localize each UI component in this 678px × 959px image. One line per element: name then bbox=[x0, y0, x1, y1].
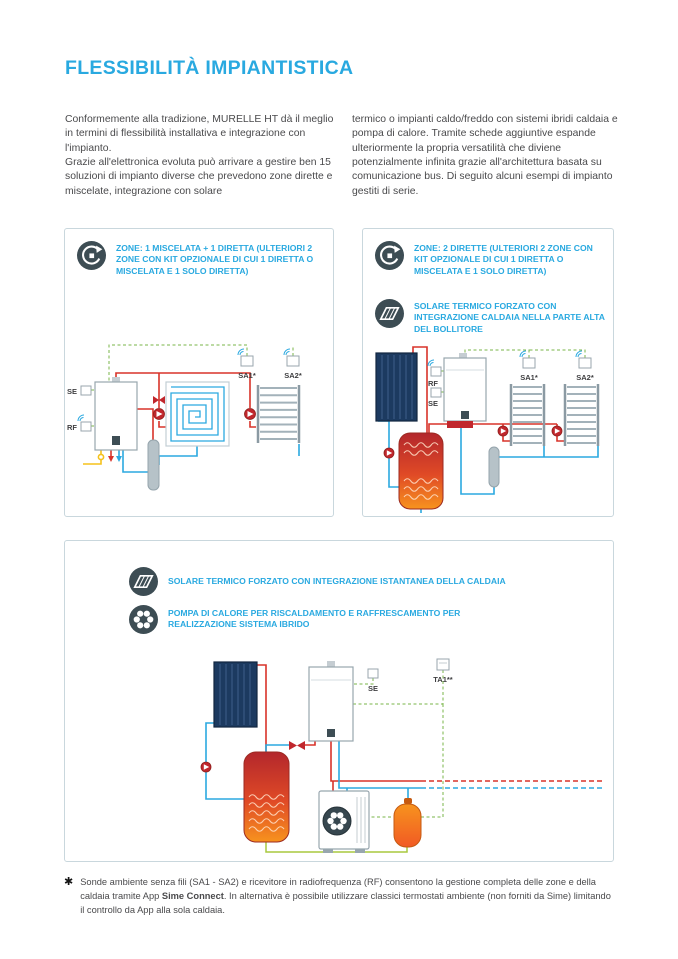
pipe-hot bbox=[257, 664, 421, 791]
sensor-se: SE bbox=[67, 385, 92, 396]
feature-badge-label: POMPA DI CALORE PER RISCALDAMENTO E RAFF… bbox=[168, 608, 461, 630]
expansion-tank bbox=[393, 798, 422, 848]
wifi-icon bbox=[237, 348, 245, 356]
label-se: SE bbox=[428, 399, 438, 408]
intro-column-left: Conformemente alla tradizione, MURELLE H… bbox=[65, 113, 341, 199]
room-sensor-sa2: SA2* bbox=[283, 348, 302, 380]
room-sensor-sa2: SA2* bbox=[575, 350, 594, 382]
footnote-text: Sonde ambiente senza fili (SA1 - SA2) e … bbox=[80, 876, 616, 918]
footnote-marker: ✱ bbox=[64, 876, 74, 888]
fan-icon bbox=[129, 605, 158, 634]
flow-arrow-hot bbox=[108, 456, 114, 462]
towel-radiator bbox=[256, 385, 301, 443]
flow-arrow-cold bbox=[116, 456, 122, 462]
zone-icon bbox=[77, 241, 106, 270]
wifi-icon bbox=[283, 348, 291, 356]
room-sensor-sa1: SA1* bbox=[237, 348, 256, 380]
feature-badge-label: ZONE: 2 DIRETTE (ULTERIORI 2 ZONE CON KI… bbox=[414, 243, 593, 276]
storage-tank bbox=[398, 432, 444, 510]
towel-radiator bbox=[509, 384, 546, 446]
label-sa1: SA1* bbox=[238, 371, 256, 380]
intro-paragraph: Conformemente alla tradizione, MURELLE H… bbox=[65, 114, 334, 154]
storage-tank bbox=[243, 751, 290, 843]
feature-badge: POMPA DI CALORE PER RISCALDAMENTO E RAFF… bbox=[129, 605, 528, 634]
zone-icon bbox=[375, 241, 404, 270]
pump-icon bbox=[497, 425, 509, 437]
diagram-solar-heatpump-hybrid: SE TA1** bbox=[200, 658, 605, 853]
heat-pump-unit bbox=[318, 790, 370, 853]
pump-icon bbox=[200, 761, 212, 773]
label-sa1: SA1* bbox=[520, 373, 538, 382]
room-sensor-sa1: SA1* bbox=[519, 350, 538, 382]
label-rf: RF bbox=[67, 423, 77, 432]
system-box-zones-mixed: ZONE: 1 MISCELATA + 1 DIRETTA (ULTERIORI… bbox=[64, 228, 334, 517]
system-box-zones-solar: ZONE: 2 DIRETTE (ULTERIORI 2 ZONE CON KI… bbox=[362, 228, 614, 517]
wifi-icon bbox=[427, 359, 435, 367]
diagram-2-direct-zones-solar-tank: RF SE SA1* SA2* bbox=[375, 346, 600, 513]
solar-panel bbox=[375, 352, 418, 422]
boiler bbox=[443, 353, 487, 422]
towel-radiator bbox=[563, 384, 600, 446]
mixing-valve bbox=[289, 741, 305, 750]
diagram-zones-1-mixed-1-direct: SE RF SA1* SA2* bbox=[67, 344, 302, 491]
zone-manifold bbox=[447, 421, 473, 428]
pipe-bus bbox=[91, 344, 294, 427]
pipe-condensate bbox=[265, 842, 408, 853]
pipe-cold bbox=[205, 722, 421, 800]
solar-panel-icon bbox=[375, 299, 404, 328]
system-box-solar-heatpump-hybrid: SOLARE TERMICO FORZATO CON INTEGRAZIONE … bbox=[64, 540, 614, 862]
label-se: SE bbox=[368, 684, 378, 693]
footnote-bold: Sime Connect bbox=[161, 890, 224, 901]
solar-panel-icon bbox=[129, 567, 158, 596]
label-sa2: SA2* bbox=[284, 371, 302, 380]
label-ta1: TA1** bbox=[433, 675, 453, 684]
sensor-se: SE bbox=[428, 387, 442, 408]
feature-badge: ZONE: 1 MISCELATA + 1 DIRETTA (ULTERIORI… bbox=[77, 241, 326, 277]
label-sa2: SA2* bbox=[576, 373, 594, 382]
wifi-icon bbox=[519, 350, 527, 358]
footnote: ✱ Sonde ambiente senza fili (SA1 - SA2) … bbox=[64, 876, 616, 918]
pipe-cold bbox=[118, 444, 300, 473]
footnote-text-after: . In alternativa è possibile utilizzare … bbox=[80, 890, 611, 915]
feature-badge-label: ZONE: 1 MISCELATA + 1 DIRETTA (ULTERIORI… bbox=[116, 243, 314, 276]
page-title: FLESSIBILITÀ IMPIANTISTICA bbox=[65, 57, 354, 79]
solar-panel bbox=[213, 661, 258, 728]
feature-badge-label: SOLARE TERMICO FORZATO CON INTEGRAZIONE … bbox=[168, 576, 506, 586]
pump-icon bbox=[153, 408, 165, 420]
intro-paragraph: Grazie all'elettronica evoluta può arriv… bbox=[65, 157, 333, 197]
sensor-se: SE bbox=[367, 668, 379, 693]
footnote-text-before: Sonde ambiente senza fili (SA1 - SA2) e … bbox=[80, 877, 596, 901]
wifi-icon bbox=[575, 350, 583, 358]
receiver-rf: RF bbox=[427, 359, 442, 388]
feature-badge-label: SOLARE TERMICO FORZATO CON INTEGRAZIONE … bbox=[414, 301, 605, 334]
pump-icon bbox=[551, 425, 563, 437]
feature-badge: ZONE: 2 DIRETTE (ULTERIORI 2 ZONE CON KI… bbox=[375, 241, 609, 277]
wifi-icon bbox=[77, 414, 85, 422]
hydraulic-separator bbox=[488, 446, 500, 488]
intro-paragraph: termico o impianti caldo/freddo con sist… bbox=[352, 114, 618, 197]
pump-icon bbox=[383, 447, 395, 459]
feature-badge: SOLARE TERMICO FORZATO CON INTEGRAZIONE … bbox=[129, 567, 598, 596]
mixing-valve bbox=[153, 396, 165, 404]
label-se: SE bbox=[67, 387, 77, 396]
label-rf: RF bbox=[428, 379, 438, 388]
floor-heating-coil bbox=[165, 381, 230, 447]
hydraulic-separator bbox=[147, 439, 160, 491]
intro-column-right: termico o impianti caldo/freddo con sist… bbox=[352, 113, 620, 199]
boiler bbox=[308, 661, 354, 742]
feature-badge: SOLARE TERMICO FORZATO CON INTEGRAZIONE … bbox=[375, 299, 609, 335]
receiver-rf: RF bbox=[67, 414, 92, 432]
thermostat-ta1: TA1** bbox=[433, 658, 453, 684]
boiler bbox=[94, 377, 138, 451]
pipe-gas bbox=[83, 450, 105, 465]
pump-icon bbox=[244, 408, 256, 420]
